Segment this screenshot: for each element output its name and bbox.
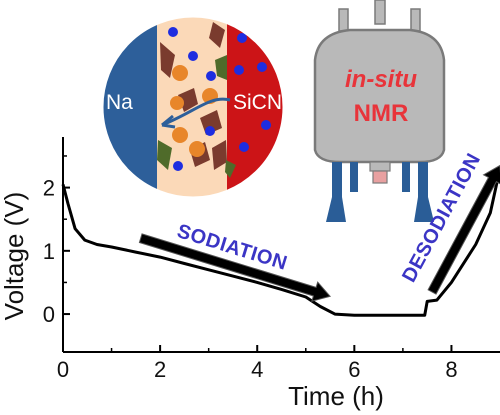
cell-left-label: Na xyxy=(106,91,133,114)
cell-diagram: Na SiCN xyxy=(102,16,284,198)
x-tick-label: 4 xyxy=(251,357,263,382)
nmr-leg-mid-right xyxy=(402,162,410,192)
nmr-magnet: in-situ NMR xyxy=(313,0,446,222)
nmr-leg-left xyxy=(326,162,346,222)
x-axis-label: Time (h) xyxy=(288,381,384,411)
cell-ion-arrow xyxy=(161,97,231,127)
y-tick-label: 1 xyxy=(43,239,55,264)
y-tick-label: 0 xyxy=(43,302,55,327)
x-tick-label: 6 xyxy=(348,357,360,382)
cell-sodium-dots xyxy=(168,27,271,171)
axes xyxy=(62,137,500,353)
desodiation-arrow xyxy=(427,164,500,295)
x-tick-label: 0 xyxy=(57,357,69,382)
x-tick-label: 2 xyxy=(154,357,166,382)
cell-right-label: SiCN xyxy=(233,91,282,114)
y-axis-label: Voltage (V) xyxy=(0,192,29,321)
nmr-leg-mid-left xyxy=(350,162,358,192)
voltage-series-line xyxy=(61,168,500,317)
cell-particles xyxy=(157,22,236,178)
nmr-body xyxy=(313,28,446,164)
nmr-title-insitu: in-situ xyxy=(345,66,417,93)
x-tick-label: 8 xyxy=(445,357,457,382)
ticks xyxy=(62,155,453,352)
sodiation-arrow xyxy=(138,233,332,302)
nmr-title-nmr: NMR xyxy=(354,100,409,127)
nmr-leg-right xyxy=(414,162,434,222)
tick-labels: 0 2 4 6 8 0 1 2 xyxy=(43,176,458,382)
y-tick-label: 2 xyxy=(43,176,55,201)
